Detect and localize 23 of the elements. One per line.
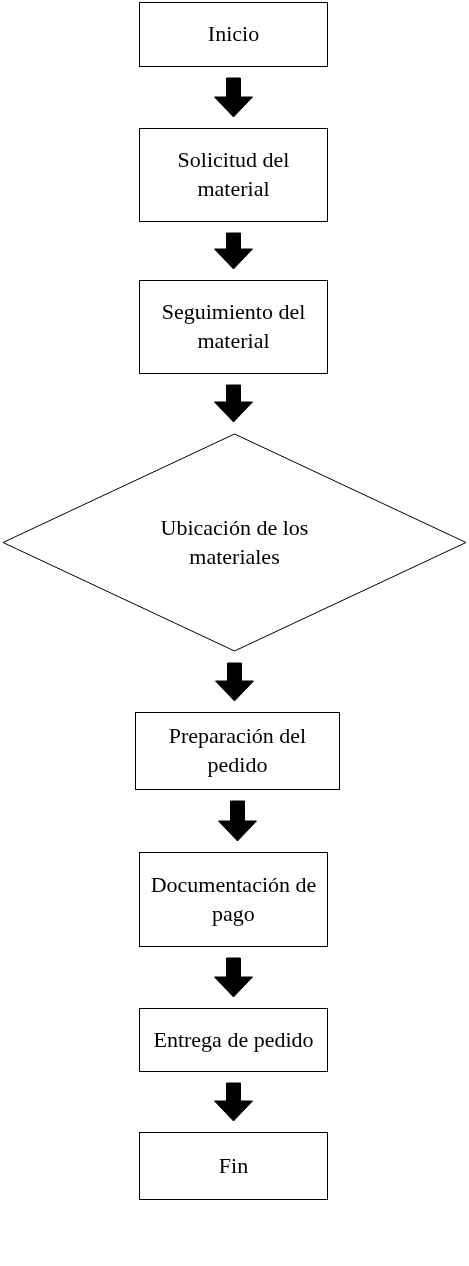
process-box [135, 712, 340, 790]
process-box [139, 280, 328, 374]
process-box [139, 2, 328, 67]
node-label: Solicitud del material [176, 146, 291, 203]
process-box [139, 852, 328, 947]
arrow [218, 800, 257, 842]
node-label: Ubicación de los materiales [159, 513, 310, 571]
arrow [214, 1082, 253, 1122]
node-label: Preparación del pedido [167, 722, 308, 779]
process-box [139, 128, 328, 222]
node-label: Seguimiento del material [160, 298, 307, 355]
node-label: Entrega de pedido [153, 1025, 314, 1054]
arrow [214, 232, 253, 270]
process-box [139, 1008, 328, 1072]
node-label: Documentación de pago [149, 870, 318, 928]
node-label: Inicio [207, 20, 260, 49]
arrow [215, 662, 254, 702]
arrow [214, 957, 253, 998]
decision-diamond [2, 433, 467, 652]
process-box [139, 1132, 328, 1200]
arrow [214, 77, 253, 118]
arrow [214, 384, 253, 423]
node-label: Fin [218, 1151, 249, 1180]
